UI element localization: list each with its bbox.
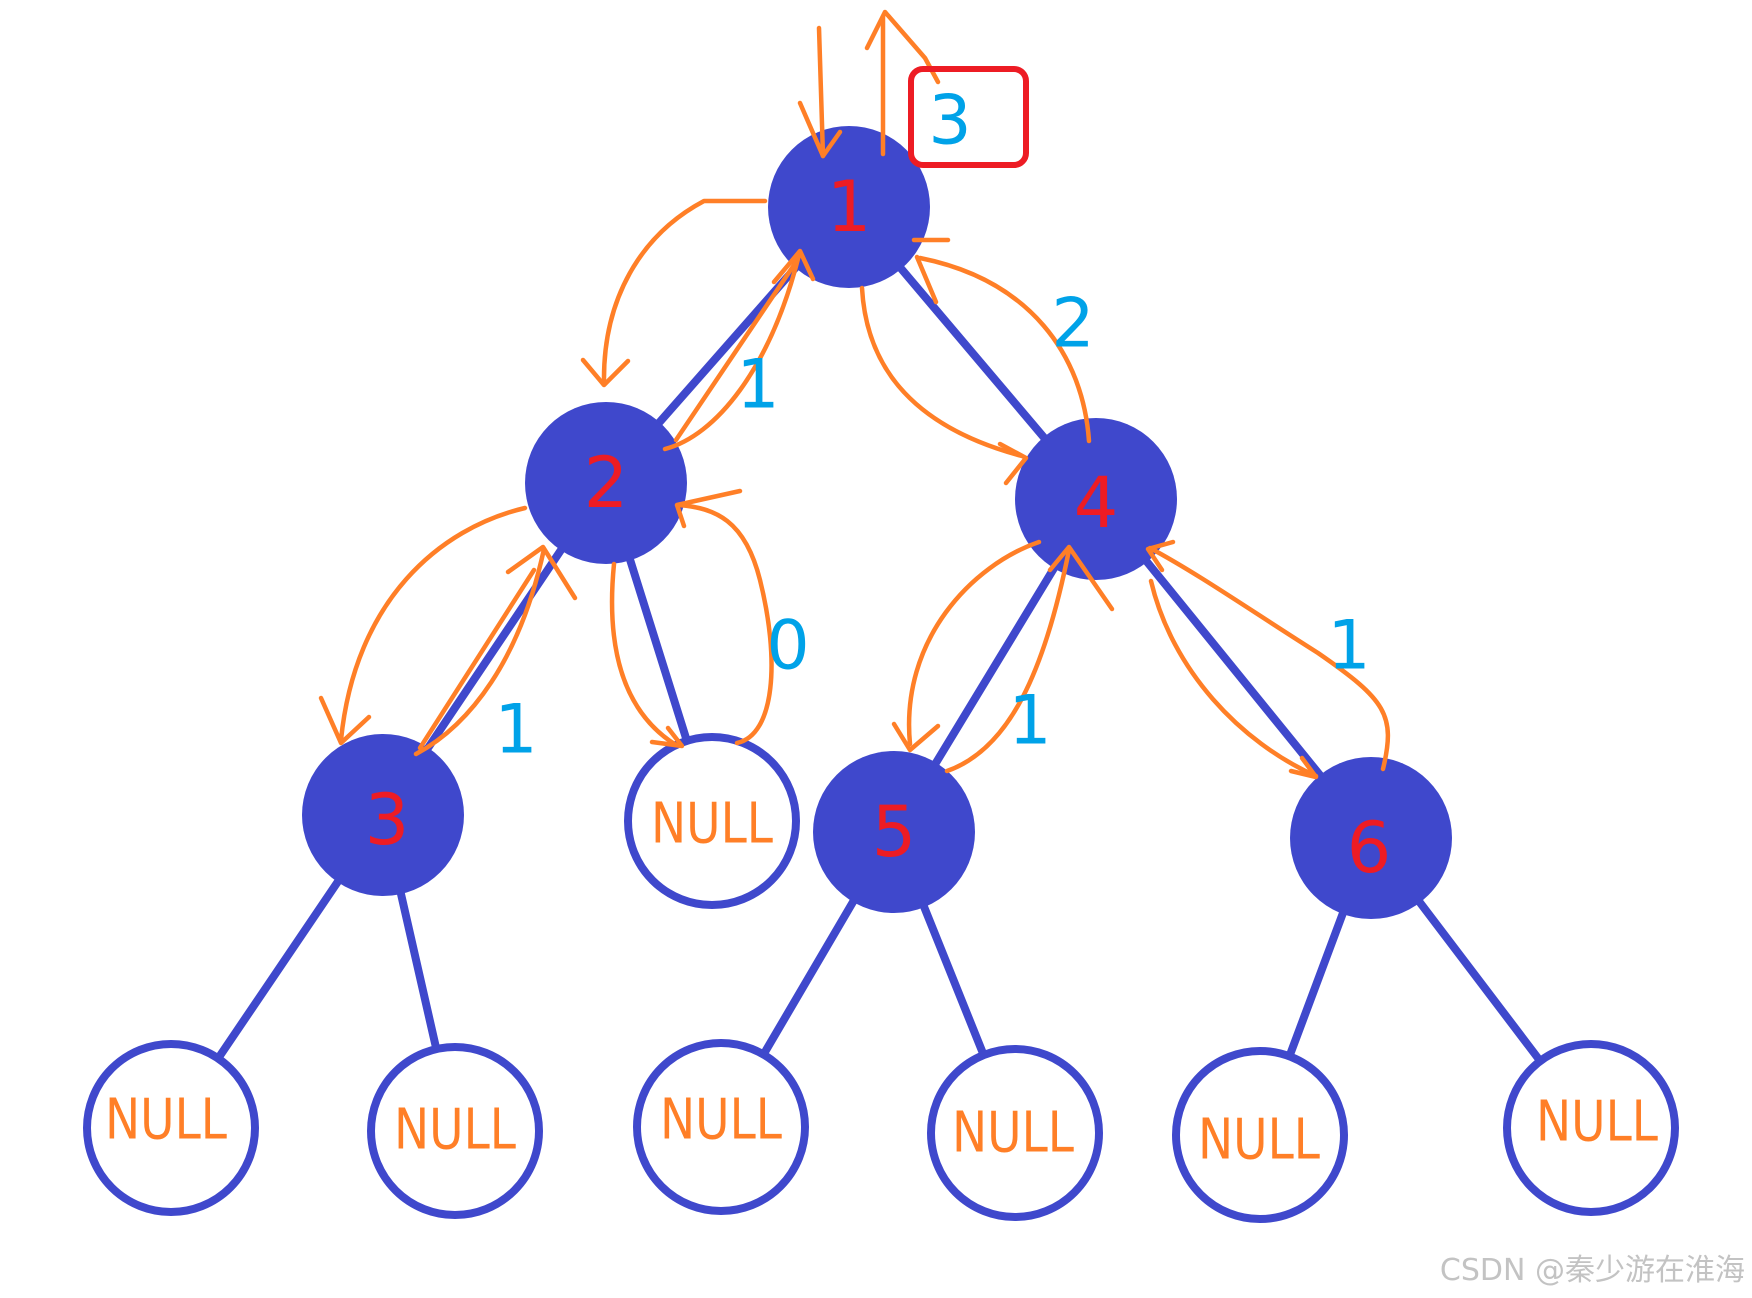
- arrow-1-to-4: [859, 285, 1029, 486]
- node-label: 4: [1074, 462, 1119, 544]
- arrow-head: [1047, 544, 1115, 612]
- node-label: 2: [584, 442, 629, 524]
- arrow-2-to-null: [609, 561, 685, 749]
- arrow-line: [906, 539, 1042, 747]
- return-value-4-to-1: 2: [1051, 285, 1094, 364]
- return-value-5-to-4: 1: [1008, 682, 1051, 761]
- null-label: NULL: [1198, 1108, 1320, 1173]
- tree-node-3: 3: [302, 734, 464, 896]
- tree-node-6: 6: [1290, 757, 1452, 919]
- tree-nodes: 1 2 4 3 5 6: [302, 126, 1452, 919]
- node-label: 5: [872, 791, 917, 873]
- arrow-head: [797, 100, 843, 159]
- arrow-head: [580, 357, 631, 388]
- arrow-call-root: [797, 25, 843, 159]
- null-circle: [624, 733, 800, 909]
- arrow-line: [859, 285, 1025, 459]
- arrow-line: [413, 546, 547, 757]
- arrow-line: [1147, 545, 1391, 772]
- tree-node-2: 2: [525, 402, 687, 564]
- arrow-head: [997, 441, 1029, 486]
- null-label: NULL: [952, 1101, 1074, 1166]
- null-label: NULL: [394, 1098, 516, 1163]
- null-leaf: NULL: [83, 1040, 259, 1216]
- arrow-head: [318, 695, 372, 746]
- arrow-head: [911, 237, 951, 305]
- null-circle: [367, 1043, 543, 1219]
- null-label: NULL: [105, 1088, 227, 1153]
- arrow-4-to-6: [1148, 578, 1319, 780]
- arrow-3-to-2: [413, 544, 578, 757]
- arrow-line: [944, 547, 1072, 774]
- node-circle: [525, 402, 687, 564]
- arrow-null-to-2: [674, 488, 774, 746]
- arrow-6-to-4: [1145, 539, 1391, 772]
- null-label: NULL: [1536, 1090, 1658, 1155]
- null-leaf: NULL: [624, 733, 800, 909]
- node-circle: [813, 751, 975, 913]
- null-circle: [927, 1045, 1103, 1221]
- arrow-1-to-2: [580, 198, 768, 388]
- return-value-2-to-1: 1: [736, 346, 779, 425]
- traversal-arrows: [318, 9, 1391, 780]
- null-circle: [1172, 1047, 1348, 1223]
- arrow-2-to-1: [662, 248, 816, 452]
- null-leaves: NULL NULL NULL NULL NULL NULL NULL: [83, 733, 1679, 1223]
- arrow-line: [601, 198, 768, 385]
- arrow-line: [417, 567, 537, 751]
- null-leaf: NULL: [1172, 1047, 1348, 1223]
- arrow-line: [676, 502, 774, 746]
- null-circle: [633, 1039, 809, 1215]
- node-circle: [768, 126, 930, 288]
- arrow-line: [673, 259, 799, 443]
- null-circle: [1503, 1040, 1679, 1216]
- tree-node-4: 4: [1015, 418, 1177, 580]
- root-result-value: 3: [928, 82, 971, 161]
- return-value-null-to-2: 0: [766, 607, 809, 686]
- watermark: CSDN @秦少游在淮海: [1440, 1253, 1745, 1288]
- arrow-line: [609, 561, 679, 748]
- node-circle: [1015, 418, 1177, 580]
- arrow-line: [1148, 578, 1319, 779]
- arrow-line: [816, 25, 826, 159]
- arrow-head: [649, 725, 685, 749]
- return-value-6-to-4: 1: [1327, 607, 1370, 686]
- arrow-head: [505, 544, 578, 601]
- null-circle: [83, 1040, 259, 1216]
- null-leaf: NULL: [633, 1039, 809, 1215]
- arrow-4-to-5: [891, 539, 1042, 753]
- arrow-4-to-1: [911, 237, 1092, 444]
- arrow-2-to-3: [318, 505, 528, 746]
- null-leaf: NULL: [367, 1043, 543, 1219]
- node-circle: [1290, 757, 1452, 919]
- null-leaf: NULL: [927, 1045, 1103, 1221]
- tree-edges: [167, 203, 1595, 1139]
- tree-node-1: 1: [768, 126, 930, 288]
- node-label: 6: [1347, 807, 1392, 889]
- arrow-head: [771, 248, 816, 285]
- arrow-5-to-4: [944, 544, 1115, 774]
- arrow-head: [674, 488, 743, 529]
- node-label: 3: [365, 779, 410, 861]
- return-value-3-to-2: 1: [494, 691, 537, 770]
- node-circle: [302, 734, 464, 896]
- arrow-line: [662, 252, 802, 452]
- null-leaf: NULL: [1503, 1040, 1679, 1216]
- null-label: NULL: [651, 792, 773, 857]
- arrow-line: [917, 255, 1092, 444]
- node-label: 1: [827, 166, 872, 248]
- return-values: 1 2 1 0 1 1: [494, 285, 1370, 770]
- arrow-head: [1288, 755, 1319, 780]
- arrow-line: [338, 505, 528, 743]
- root-result: 3: [908, 66, 1029, 168]
- null-label: NULL: [660, 1088, 782, 1153]
- tree-node-5: 5: [813, 751, 975, 913]
- arrow-head: [891, 721, 941, 753]
- result-highlight-box: [908, 66, 1029, 168]
- arrow-head: [1145, 539, 1176, 573]
